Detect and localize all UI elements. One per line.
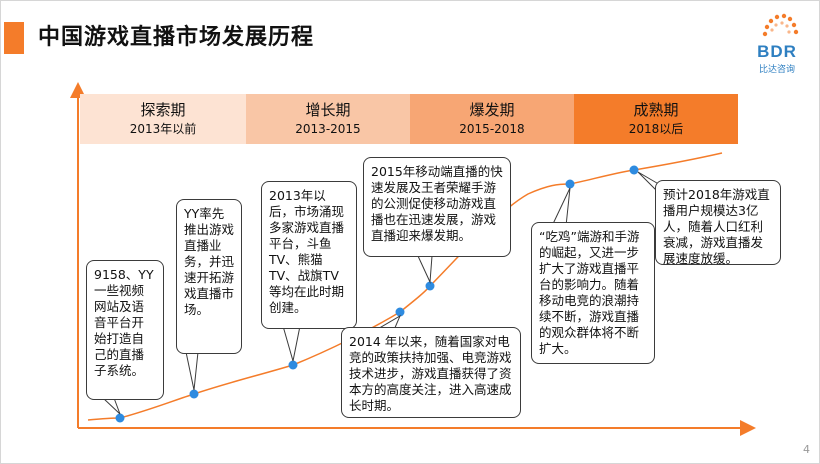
phase-years: 2013-2015 bbox=[295, 122, 361, 136]
milestone-dots bbox=[115, 165, 639, 423]
event-callout: 2014 年以来，随着国家对电竞的政策扶持加强、电竞游戏技术进步，游戏直播获得了… bbox=[341, 327, 521, 418]
title-accent-bar bbox=[4, 22, 24, 54]
event-callout: 预计2018年游戏直播用户规模达3亿人，随着人口红利衰减，游戏直播发展速度放缓。 bbox=[655, 180, 781, 266]
phase-years: 2015-2018 bbox=[459, 122, 525, 136]
event-callout: 2015年移动端直播的快速发展及王者荣耀手游的公测促使移动游戏直播也在迅速发展，… bbox=[363, 157, 511, 257]
logo-text: BDR bbox=[757, 42, 797, 61]
phase-explosion: 爆发期 2015-2018 bbox=[410, 94, 574, 144]
milestone-dot bbox=[395, 307, 405, 317]
phase-years: 2018以后 bbox=[628, 122, 684, 136]
phase-mature: 成熟期 2018以后 bbox=[574, 94, 738, 144]
milestone-dot bbox=[565, 179, 575, 189]
growth-curve bbox=[87, 152, 723, 421]
page-number: 4 bbox=[803, 443, 810, 456]
phase-exploration: 探索期 2013年以前 bbox=[80, 94, 246, 144]
phase-years: 2013年以前 bbox=[129, 122, 197, 136]
page-title: 中国游戏直播市场发展历程 bbox=[38, 25, 315, 50]
event-callout: 2013年以后，市场涌现多家游戏直播平台，斗鱼TV、熊猫TV、战旗TV等均在此时… bbox=[261, 181, 357, 329]
phase-name: 爆发期 bbox=[469, 101, 515, 119]
callout-pointers bbox=[102, 171, 663, 415]
logo-arc-icon bbox=[762, 13, 799, 37]
milestone-dot bbox=[629, 165, 639, 175]
bdr-logo: BDR 比达咨询 bbox=[745, 8, 809, 78]
event-callout: YY率先推出游戏直播业务，并迅速开拓游戏直播市场。 bbox=[176, 199, 242, 354]
milestone-dot bbox=[288, 360, 298, 370]
phase-name: 成熟期 bbox=[633, 101, 679, 119]
phase-growth: 增长期 2013-2015 bbox=[246, 94, 410, 144]
event-callout: “吃鸡”端游和手游的崛起，又进一步扩大了游戏直播平台的影响力。随着移动电竞的浪潮… bbox=[531, 222, 655, 364]
phase-name: 探索期 bbox=[140, 101, 186, 119]
event-callout: 9158、YY一些视频网站及语音平台开始打造自己的直播子系统。 bbox=[86, 260, 164, 400]
phase-name: 增长期 bbox=[305, 101, 351, 119]
milestone-dot bbox=[115, 413, 125, 423]
milestone-dot bbox=[189, 389, 199, 399]
logo-subtitle: 比达咨询 bbox=[758, 65, 795, 75]
milestone-dot bbox=[425, 281, 435, 291]
